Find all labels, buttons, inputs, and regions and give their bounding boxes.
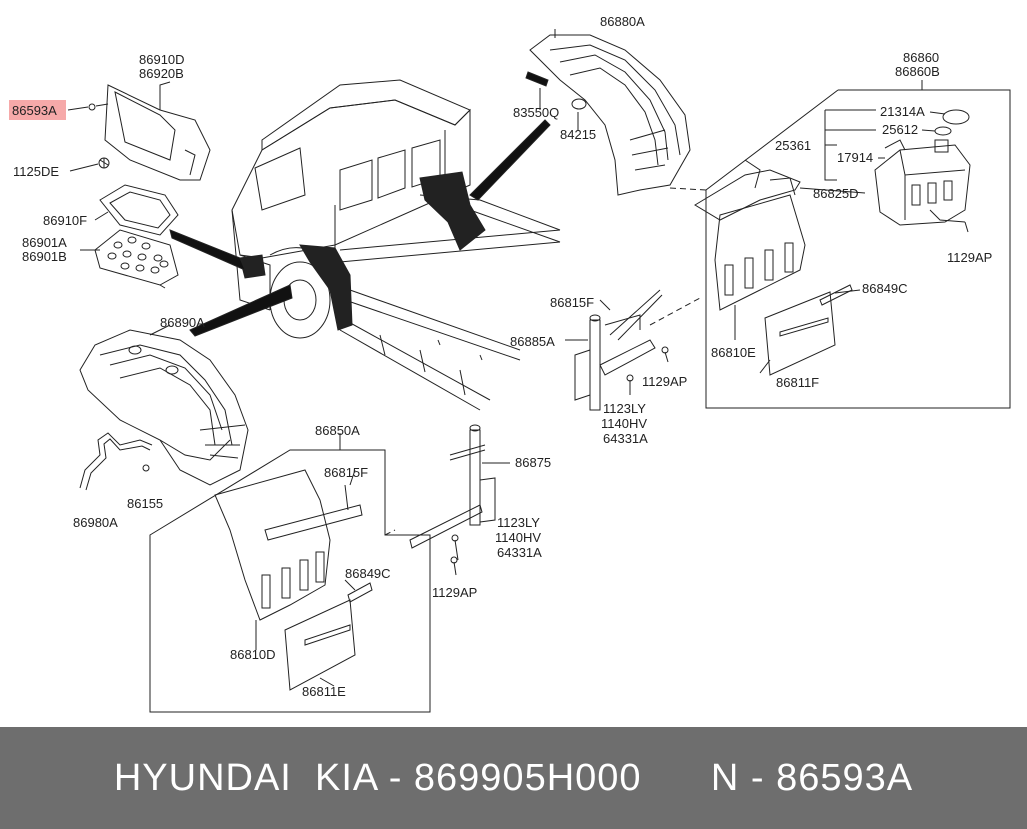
part-number-banner: HYUNDAI KIA - 869905H000 N - 86593A	[0, 727, 1027, 829]
label-86811E: 86811E	[302, 684, 346, 699]
label-83550Q: 83550Q	[513, 105, 559, 120]
part-86890A	[79, 329, 249, 486]
label-1140HV-b: 1140HV	[495, 530, 541, 545]
label-86849C-a: 86849C	[862, 281, 908, 296]
part-86811E	[284, 599, 356, 691]
part-86849C-a	[819, 284, 853, 306]
label-86811F: 86811F	[776, 375, 819, 390]
label-1129AP-b: 1129AP	[642, 374, 687, 389]
part-86155	[142, 464, 150, 472]
part-86815F-b	[264, 484, 363, 541]
part-25612	[934, 126, 952, 136]
banner-brand-part: HYUNDAI KIA - 869905H000	[113, 756, 642, 799]
label-64331A-a: 64331A	[603, 431, 648, 446]
part-86885A	[574, 289, 663, 411]
part-86810D	[214, 469, 331, 621]
part-86810E	[714, 194, 806, 311]
assembly-box-86860	[705, 89, 1011, 409]
parts-diagram: 86593A 86910D 86920B 1125DE 86910F 86901…	[9, 14, 1011, 713]
truck-drawing	[231, 79, 561, 411]
label-86810E: 86810E	[711, 345, 756, 360]
label-86980A: 86980A	[73, 515, 118, 530]
label-86875: 86875	[515, 455, 551, 470]
label-86155: 86155	[127, 496, 163, 511]
label-1129AP-a: 1129AP	[947, 250, 992, 265]
label-86880A: 86880A	[600, 14, 645, 29]
label-1125DE: 1125DE	[13, 164, 59, 179]
part-25361	[874, 139, 971, 226]
label-25612: 25612	[882, 122, 918, 137]
part-86910D	[88, 81, 211, 181]
part-86849C-b	[347, 582, 373, 603]
part-86980A	[79, 432, 153, 491]
label-86860B: 86860B	[895, 64, 940, 79]
label-86815F-a: 86815F	[550, 295, 594, 310]
part-86825D	[694, 159, 801, 221]
part-86811F	[764, 291, 836, 376]
label-84215: 84215	[560, 127, 596, 142]
label-21314A: 21314A	[880, 104, 925, 119]
label-1123LY-a: 1123LY	[603, 401, 646, 416]
highlight-86593A	[9, 100, 66, 120]
part-86880A	[529, 34, 691, 196]
part-86910F	[99, 184, 179, 236]
label-86901B: 86901B	[22, 249, 67, 264]
label-86593A: 86593A	[12, 103, 57, 118]
label-64331A-b: 64331A	[497, 545, 542, 560]
label-86810D: 86810D	[230, 647, 276, 662]
label-17914: 17914	[837, 150, 873, 165]
part-86901A	[94, 229, 179, 289]
label-86885A: 86885A	[510, 334, 555, 349]
part-84215	[571, 98, 587, 110]
label-86849C-b: 86849C	[345, 566, 391, 581]
banner-spacer	[642, 757, 711, 800]
label-86815F-b: 86815F	[324, 465, 368, 480]
label-86825D: 86825D	[813, 186, 859, 201]
label-1123LY-b: 1123LY	[497, 515, 540, 530]
part-83550Q	[525, 71, 549, 87]
label-86901A: 86901A	[22, 235, 67, 250]
part-21314A	[942, 109, 970, 125]
label-86910F: 86910F	[43, 213, 87, 228]
label-86890A: 86890A	[160, 315, 205, 330]
part-86875	[409, 424, 496, 549]
label-86860: 86860	[903, 50, 939, 65]
label-1140HV-a: 1140HV	[601, 416, 647, 431]
label-86910D: 86910D	[139, 52, 185, 67]
banner-ref: N - 86593A	[710, 756, 914, 799]
label-25361: 25361	[775, 138, 811, 153]
label-86920B: 86920B	[139, 66, 184, 81]
label-1129AP-c: 1129AP	[432, 585, 477, 600]
assembly-box-86850A	[149, 449, 431, 713]
label-86850A: 86850A	[315, 423, 360, 438]
